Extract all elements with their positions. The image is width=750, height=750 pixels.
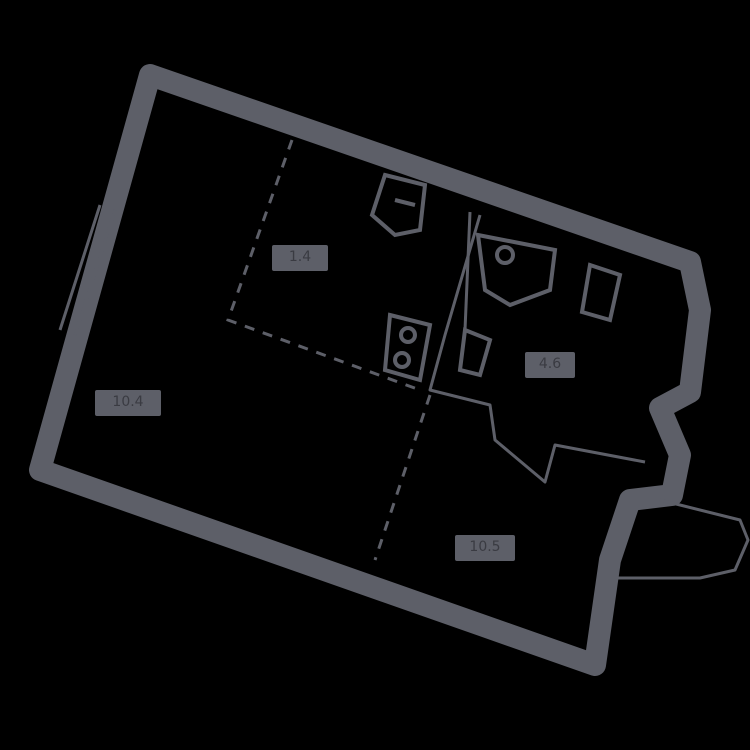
room-label-right: 4.6 — [538, 356, 562, 372]
room-label-top-left: 1.4 — [288, 249, 312, 265]
room-label-bg — [95, 390, 161, 416]
partition-dashed-diagonal — [373, 394, 432, 561]
partition-kitchen — [463, 211, 472, 331]
room-label-bg — [272, 245, 328, 271]
outer-wall — [29, 64, 711, 676]
room-label-bg — [455, 535, 515, 561]
room-label-left: 10.4 — [112, 394, 144, 410]
stove-icon — [382, 312, 493, 383]
sink-icon — [579, 262, 623, 323]
partition-dashed-top — [226, 139, 421, 392]
bathtub-icon — [475, 232, 558, 308]
room-label-bg — [525, 352, 575, 378]
window-left — [58, 204, 117, 336]
room-label-bottom: 10.5 — [469, 539, 501, 555]
balcony — [615, 498, 750, 580]
partition-bathroom — [428, 214, 646, 484]
toilet-icon — [369, 172, 428, 238]
